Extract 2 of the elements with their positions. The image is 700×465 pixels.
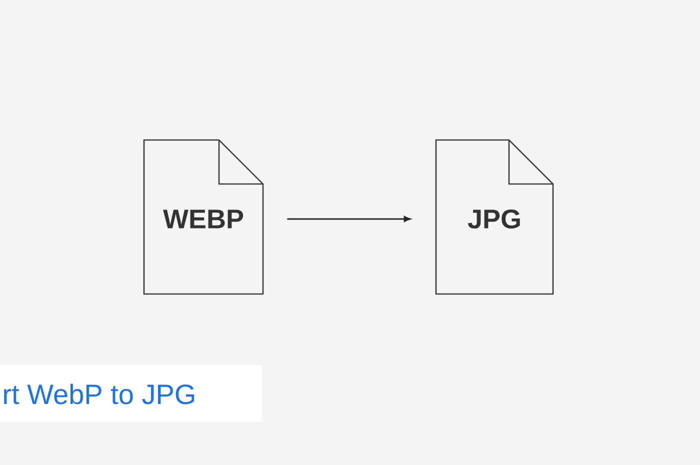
banner: rt WebP to JPG [0, 365, 262, 422]
arrow [287, 216, 411, 222]
